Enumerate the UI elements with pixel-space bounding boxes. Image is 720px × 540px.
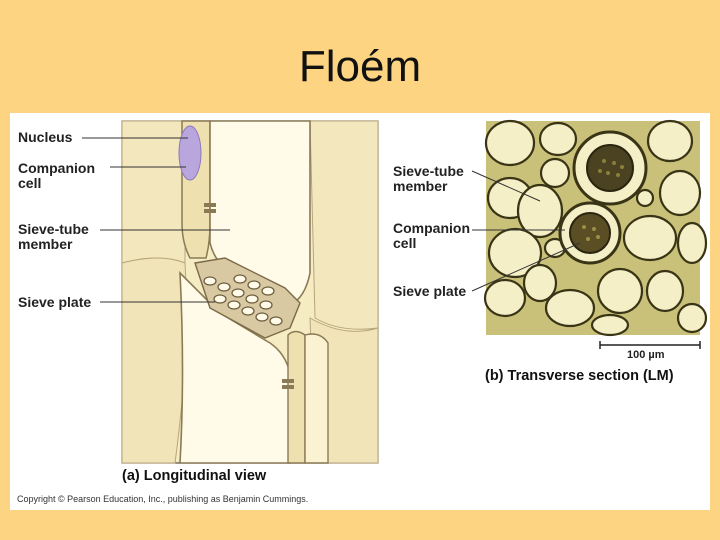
figure-panel: Nucleus Companion cell Sieve-tube member… bbox=[10, 113, 710, 510]
label-sieve-tube-member-b: Sieve-tube member bbox=[393, 163, 464, 194]
label-companion-cell-b: Companion cell bbox=[393, 220, 470, 251]
longitudinal-leader-lines bbox=[82, 137, 230, 303]
transverse-micrograph bbox=[471, 119, 708, 349]
label-companion-cell-a: Companion cell bbox=[18, 160, 95, 191]
scale-bar bbox=[599, 341, 701, 349]
copyright-notice: Copyright © Pearson Education, Inc., pub… bbox=[17, 494, 309, 504]
label-nucleus: Nucleus bbox=[18, 129, 73, 145]
caption-transverse: (b) Transverse section (LM) bbox=[485, 368, 674, 384]
sieve-plate-dark-lower bbox=[569, 212, 611, 254]
longitudinal-diagram bbox=[82, 120, 379, 464]
sieve-pores bbox=[203, 274, 283, 326]
sieve-plate-dark-upper bbox=[586, 144, 634, 192]
transverse-leader-lines bbox=[471, 170, 581, 292]
label-sieve-tube-member-a: Sieve-tube member bbox=[18, 221, 89, 252]
caption-longitudinal: (a) Longitudinal view bbox=[122, 468, 267, 484]
slide-title: Floém bbox=[298, 42, 422, 91]
figure-drawing bbox=[82, 119, 708, 464]
nucleus-shape bbox=[178, 125, 202, 181]
label-sieve-plate-b: Sieve plate bbox=[393, 283, 467, 299]
label-sieve-plate-a: Sieve plate bbox=[18, 294, 92, 310]
scale-bar-label: 100 µm bbox=[627, 349, 665, 361]
